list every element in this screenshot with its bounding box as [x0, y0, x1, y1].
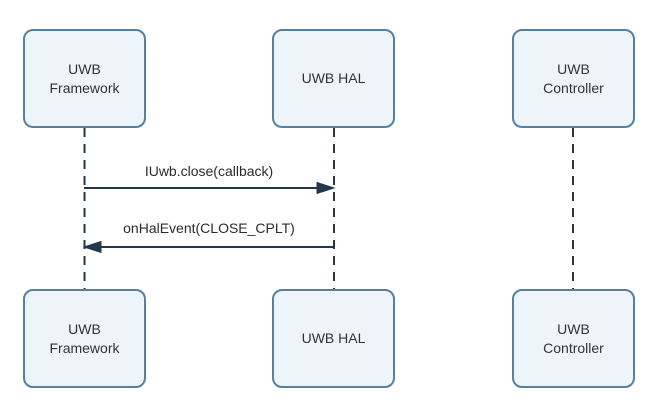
- message-label-iuwb-close: IUwb.close(callback): [144, 163, 274, 179]
- actor-label-uwb-framework-top: UWB Framework: [49, 60, 120, 96]
- message-arrow-iuwb-close: [84, 181, 336, 195]
- actor-box-uwb-hal-bottom: UWB HAL: [272, 289, 395, 388]
- actor-label-uwb-framework-bottom: UWB Framework: [49, 320, 120, 356]
- actor-label-uwb-hal-bottom: UWB HAL: [301, 330, 366, 346]
- message-arrow-onhalevent: [82, 240, 334, 254]
- arrowhead-left-icon: [82, 240, 102, 254]
- actor-box-uwb-controller-bottom: UWB Controller: [512, 289, 635, 388]
- actor-box-uwb-framework-bottom: UWB Framework: [23, 289, 146, 388]
- arrowhead-right-icon: [316, 181, 336, 195]
- actor-label-uwb-controller-top: UWB Controller: [543, 60, 604, 96]
- message-label-onhalevent: onHalEvent(CLOSE_CPLT): [123, 220, 295, 236]
- actor-label-uwb-hal-top: UWB HAL: [301, 70, 366, 86]
- actor-box-uwb-hal-top: UWB HAL: [272, 29, 395, 128]
- actor-box-uwb-framework-top: UWB Framework: [23, 29, 146, 128]
- actor-box-uwb-controller-top: UWB Controller: [512, 29, 635, 128]
- actor-label-uwb-controller-bottom: UWB Controller: [543, 320, 604, 356]
